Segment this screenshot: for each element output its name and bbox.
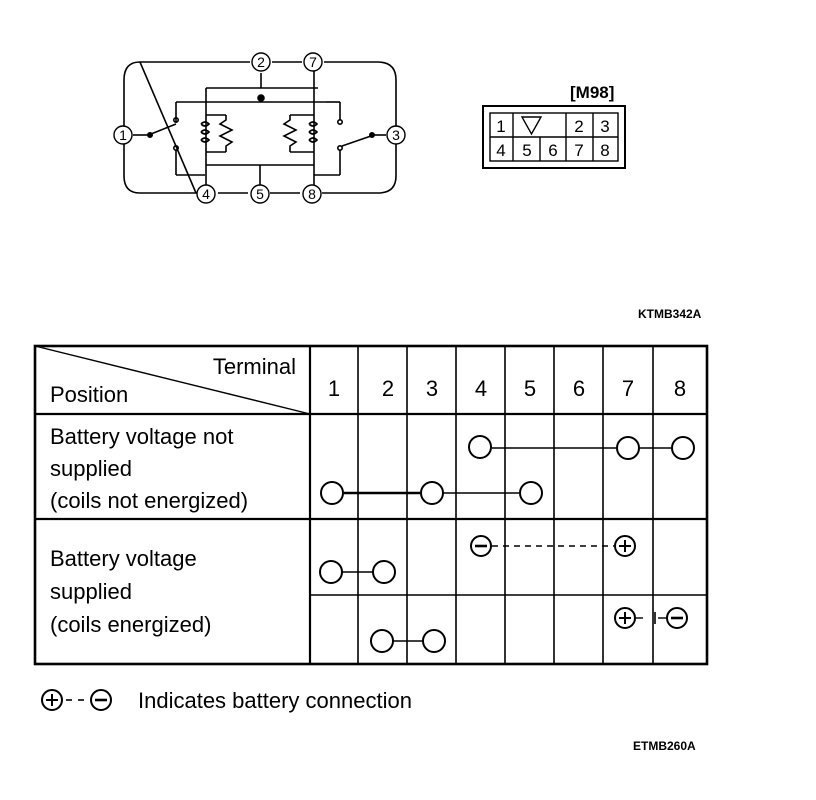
svg-text:3: 3 (392, 127, 400, 143)
continuity-point-1 (320, 481, 344, 505)
continuity-point-2 (370, 629, 394, 653)
relay-terminal-2: 2 (251, 52, 271, 72)
relay-terminal-7: 7 (303, 52, 323, 72)
continuity-point-7 (616, 436, 640, 460)
continuity-group-1-2 (319, 560, 396, 584)
svg-text:2: 2 (257, 54, 265, 70)
relay-terminal-4: 4 (196, 184, 216, 204)
row-2-label-line-3: (coils energized) (50, 612, 211, 637)
row-1-label-line-1: Battery voltage not (50, 424, 233, 449)
svg-text:7: 7 (309, 54, 317, 70)
connector-m98 (482, 105, 626, 169)
header-position: Position (50, 382, 128, 407)
header-terminal: Terminal (213, 354, 296, 379)
connector-pin-4: 4 (496, 141, 505, 160)
column-header-3: 3 (426, 376, 438, 401)
continuity-point-3 (422, 629, 446, 653)
battery-legend-symbol (41, 689, 112, 711)
row-2-label-line-1: Battery voltage (50, 546, 197, 571)
row-1-label-line-2: supplied (50, 456, 132, 481)
svg-text:8: 8 (308, 186, 316, 202)
continuity-point-5 (519, 481, 543, 505)
continuity-group-1-3-5 (320, 481, 543, 505)
relay-terminal-5: 5 (250, 184, 270, 204)
relay-schematic (123, 61, 397, 194)
continuity-point-2 (372, 560, 396, 584)
continuity-point-4 (468, 435, 492, 459)
connector-pin-8: 8 (600, 141, 609, 160)
connector-pin-1: 1 (496, 117, 505, 136)
connector-pin-7: 7 (574, 141, 583, 160)
continuity-group-4-7-8 (468, 435, 695, 460)
battery-connection-4-7 (470, 535, 636, 557)
column-header-7: 7 (622, 376, 634, 401)
continuity-table (33, 344, 709, 666)
column-header-2: 2 (382, 376, 394, 401)
continuity-group-2-3 (370, 629, 446, 653)
relay-terminal-1: 1 (113, 125, 133, 145)
connector-label: [M98] (570, 83, 614, 102)
relay-terminal-3: 3 (386, 125, 406, 145)
svg-text:1: 1 (119, 127, 127, 143)
relay-terminal-8: 8 (302, 184, 322, 204)
row-1-label-line-3: (coils not energized) (50, 488, 248, 513)
diagram-code: KTMB342A (638, 307, 702, 321)
battery-connection-7-8 (614, 607, 688, 629)
connector-pin-3: 3 (600, 117, 609, 136)
header-diagonal (34, 345, 311, 415)
column-header-4: 4 (475, 376, 487, 401)
continuity-point-8 (671, 436, 695, 460)
svg-text:4: 4 (202, 186, 210, 202)
column-header-6: 6 (573, 376, 585, 401)
svg-text:5: 5 (256, 186, 264, 202)
continuity-point-1 (319, 560, 343, 584)
connector-key-icon (520, 116, 543, 136)
column-header-5: 5 (524, 376, 536, 401)
column-header-1: 1 (328, 376, 340, 401)
continuity-point-3 (420, 481, 444, 505)
connector-pin-6: 6 (548, 141, 557, 160)
column-header-8: 8 (674, 376, 686, 401)
connector-pin-5: 5 (522, 141, 531, 160)
connector-pin-2: 2 (574, 117, 583, 136)
legend-text: Indicates battery connection (138, 688, 412, 713)
row-2-label-line-2: supplied (50, 579, 132, 604)
table-code: ETMB260A (633, 739, 696, 753)
